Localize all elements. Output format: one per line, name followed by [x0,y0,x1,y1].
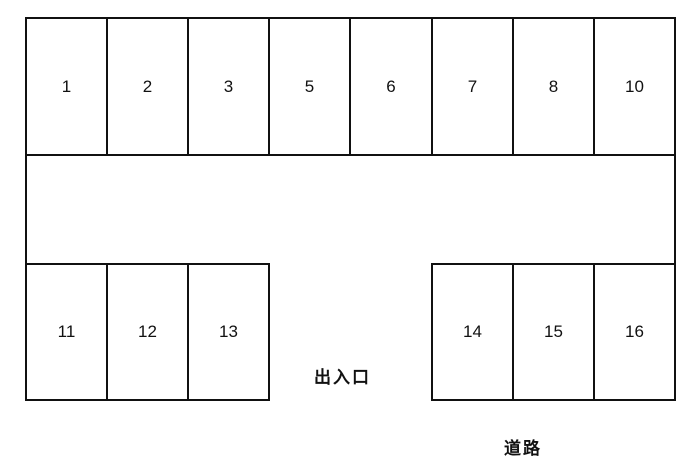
parking-space: 2 [108,19,187,154]
divider [349,17,351,156]
space-number: 2 [142,76,153,96]
divider [431,17,433,156]
space-number: 12 [138,322,157,341]
parking-space: 6 [351,19,431,154]
parking-space: 10 [595,19,674,154]
space-number: 7 [467,76,478,96]
parking-space: 12 [108,265,187,399]
road-label: 道路 [504,439,542,459]
space-number: 11 [57,322,76,341]
bottom-left-top-border [25,263,270,265]
parking-space: 15 [514,265,593,399]
divider [268,17,270,156]
parking-space: 3 [189,19,268,154]
parking-space: 14 [433,265,512,399]
bottom-right-top-border [431,263,676,265]
right-border [674,17,676,401]
parking-space: 7 [433,19,512,154]
bottom-right-left-border [431,263,433,401]
divider [187,17,189,156]
divider [593,263,595,401]
divider [512,17,514,156]
divider [106,17,108,156]
space-number: 14 [463,322,482,341]
space-number: 3 [223,76,234,96]
parking-space: 16 [595,265,674,399]
space-number: 1 [61,76,72,96]
space-number: 5 [304,76,315,96]
bottom-right-bottom-border [431,399,676,401]
bottom-left-right-border [268,263,270,401]
space-number: 8 [548,76,559,96]
bottom-left-bottom-border [25,399,270,401]
parking-space: 5 [270,19,349,154]
space-number: 6 [386,76,396,96]
space-number: 16 [625,322,644,341]
divider [593,17,595,156]
space-number: 15 [544,322,563,341]
left-border [25,17,27,401]
space-number: 13 [219,322,238,341]
divider [512,263,514,401]
space-number: 10 [625,76,644,96]
divider [106,263,108,401]
parking-space: 13 [189,265,268,399]
parking-space: 8 [514,19,593,154]
entrance-label: 出入口 [314,368,371,388]
parking-space: 1 [27,19,106,154]
divider [187,263,189,401]
parking-space: 11 [27,265,106,399]
